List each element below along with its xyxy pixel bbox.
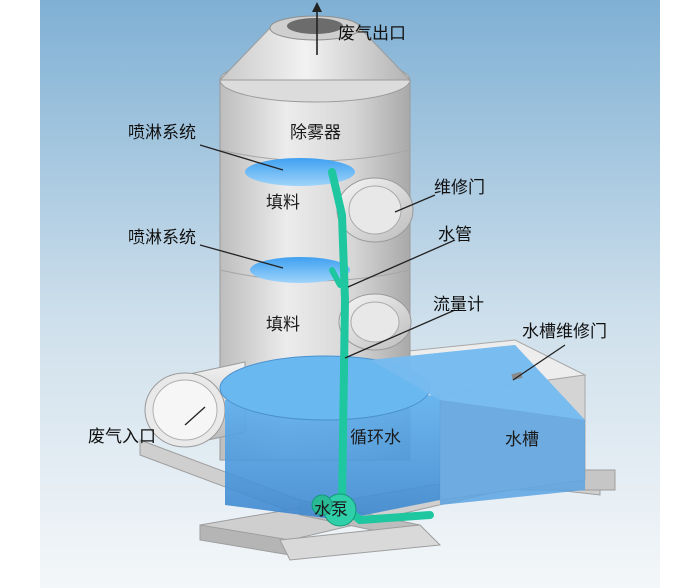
- outlet-arrow: [312, 2, 322, 55]
- tank-access-door-label: 水槽维修门: [522, 322, 607, 342]
- packing-lower-label: 填料: [266, 315, 300, 335]
- demister-label: 除雾器: [290, 123, 341, 143]
- circulating-water-label: 循环水: [350, 428, 401, 448]
- water-pump-label: 水泵: [314, 500, 348, 520]
- spray-disc-lower: [250, 257, 350, 283]
- water-pipe-label: 水管: [438, 225, 472, 245]
- access-door-shapes: [336, 177, 414, 351]
- exhaust-inlet-label: 废气入口: [88, 427, 156, 447]
- leader-lines: [184, 144, 566, 426]
- flow-meter-label: 流量计: [433, 295, 484, 315]
- water-basin: [219, 345, 585, 520]
- access-door-label: 维修门: [434, 178, 485, 198]
- exhaust-outlet-label: 废气出口: [338, 24, 406, 44]
- packing-upper-label: 填料: [266, 193, 300, 213]
- spray-system-lower-label: 喷淋系统: [128, 228, 196, 248]
- spray-disc-upper: [245, 158, 355, 186]
- spray-system-upper-label: 喷淋系统: [128, 123, 196, 143]
- pump-shape: [311, 493, 357, 527]
- water-tank-label: 水槽: [505, 430, 539, 450]
